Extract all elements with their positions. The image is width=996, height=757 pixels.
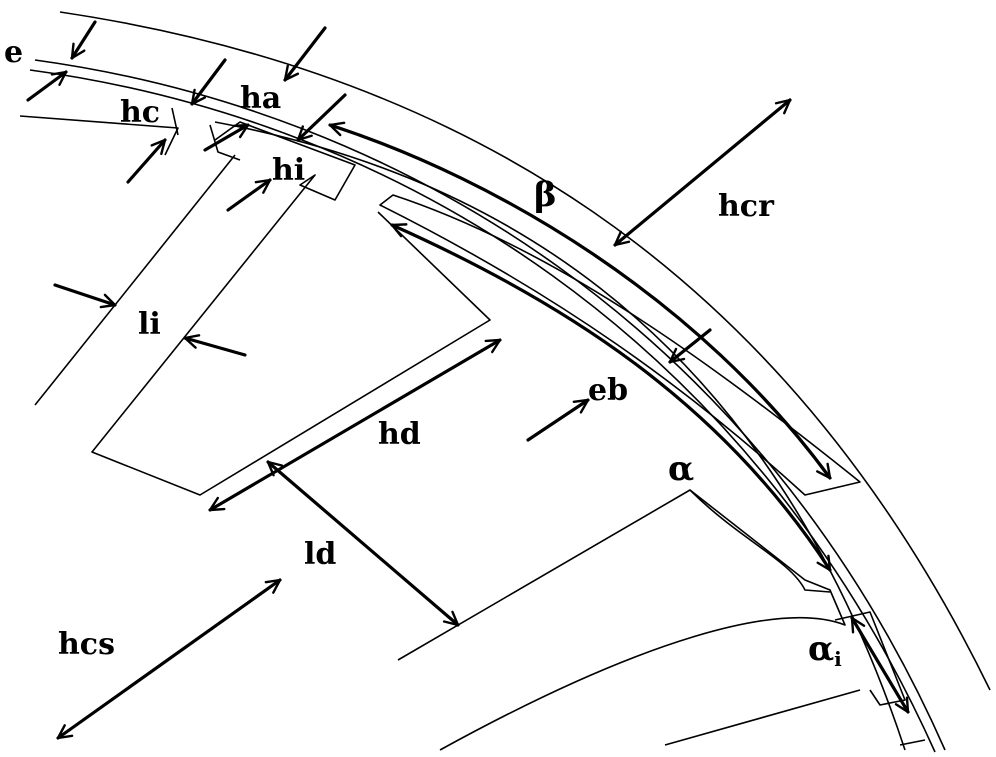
arrow-inner-gap xyxy=(668,328,712,364)
arrow-li-right xyxy=(183,334,247,357)
label-alpha-i: αi xyxy=(808,632,842,669)
label-eb: eb xyxy=(588,373,629,408)
label-alpha-i-base: α xyxy=(808,629,835,669)
barrier-notch xyxy=(209,124,241,161)
arrow-hcr xyxy=(613,98,792,247)
arrow-hc-top xyxy=(190,58,227,106)
label-hc: hc xyxy=(120,95,161,130)
airgap-arc xyxy=(29,69,936,753)
label-alpha: α xyxy=(668,449,695,489)
arrow-ld xyxy=(266,460,460,627)
arrow-hd xyxy=(208,338,502,512)
lower-slot-outline xyxy=(397,489,846,751)
arrow-alpha-i xyxy=(850,616,910,714)
label-ha: ha xyxy=(240,81,282,116)
arrow-ha-top xyxy=(283,26,327,82)
slot-left-wall xyxy=(34,154,236,406)
arrow-eb xyxy=(526,398,590,442)
label-ld: ld xyxy=(304,537,337,572)
bridge-line xyxy=(171,107,179,136)
arrow-ha-inner xyxy=(296,93,347,142)
arrow-e-bottom xyxy=(26,70,68,102)
label-hcs: hcs xyxy=(58,627,115,662)
label-li: li xyxy=(138,307,161,342)
arrow-hcs xyxy=(56,578,282,740)
label-hi: hi xyxy=(272,153,306,188)
label-hd: hd xyxy=(378,417,421,452)
label-alpha-i-sub: i xyxy=(834,647,842,671)
arrow-ha-bottom xyxy=(203,123,250,152)
label-e: e xyxy=(4,35,24,70)
stator-outer-arc xyxy=(59,11,991,691)
arrow-hc-bottom xyxy=(126,138,167,184)
label-hcr: hcr xyxy=(718,189,774,224)
label-beta: β xyxy=(534,175,557,215)
arrow-eb-length xyxy=(390,223,832,572)
arrow-hi xyxy=(226,178,272,212)
arrow-li-left xyxy=(53,283,117,309)
arrow-e-top xyxy=(70,20,97,60)
